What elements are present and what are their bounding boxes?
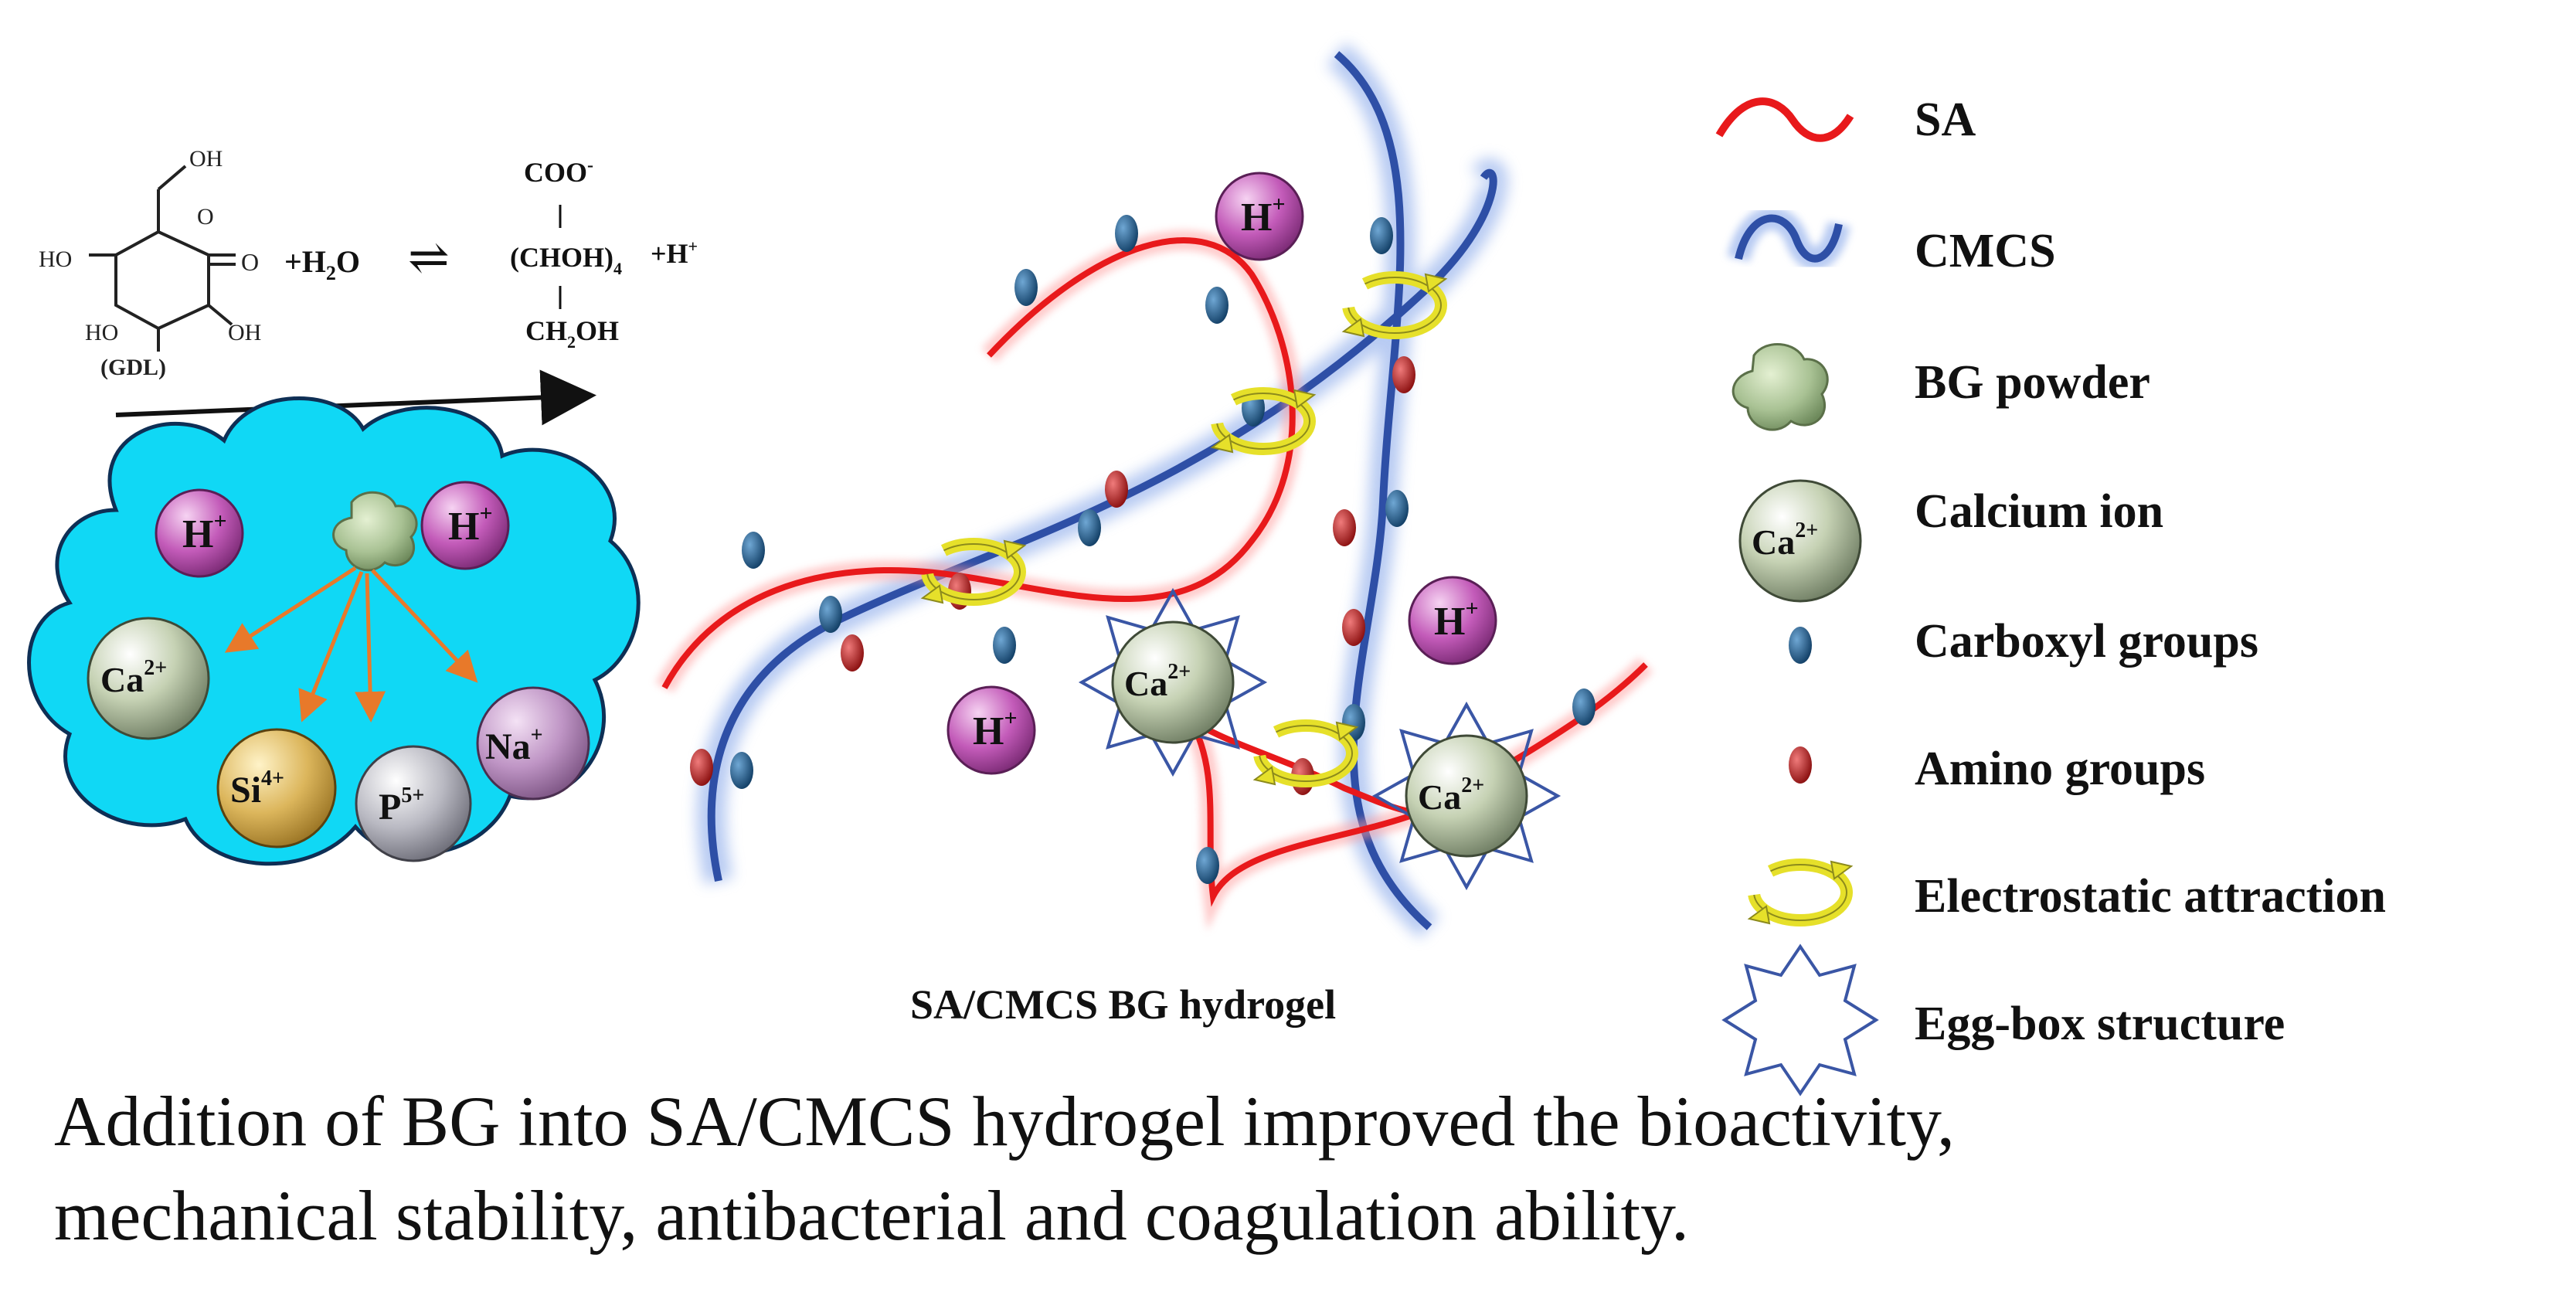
carboxyl-dot: [819, 596, 842, 633]
svg-text:Na+: Na+: [485, 723, 543, 767]
carboxyl-dot: [730, 752, 753, 789]
ho-left-label: HO: [39, 246, 72, 272]
svg-text:Si4+: Si4+: [230, 767, 284, 811]
phosphorus-ion: P5+: [355, 745, 472, 862]
caption: Addition of BG into SA/CMCS hydrogel imp…: [54, 1074, 2449, 1263]
star-icon: [1721, 944, 1879, 1096]
legend-label: SA: [1915, 94, 1976, 146]
plus-water: +H2O: [284, 244, 360, 284]
silicon-ion: Si4+: [216, 728, 337, 848]
cmcs-chain: [707, 51, 1497, 930]
blue-wave-icon: [1735, 214, 1843, 263]
carboxyl-dot: [1205, 287, 1229, 324]
svg-text:Ca2+: Ca2+: [1124, 660, 1191, 703]
legend-item-bg-powder: BG powder: [1731, 343, 2150, 431]
amino-dot: [690, 749, 713, 786]
gdl-structure: [89, 165, 236, 352]
reaction-arrow: [115, 369, 596, 426]
h-ion: H+: [155, 488, 244, 578]
blue-dot-icon: [1789, 627, 1812, 664]
h-ion: H+: [946, 685, 1036, 775]
legend: SA CMCS BG powder Ca2+ Calcium ion Carbo…: [1715, 94, 2386, 1096]
gdl-reaction: OH HO HO OH O O (GDL) +H2O ⇌ COO- (CHOH)…: [39, 146, 698, 426]
ho-bottom-label: HO: [85, 320, 118, 345]
carboxyl-dot: [1370, 217, 1393, 254]
oh-right-label: OH: [228, 320, 261, 345]
legend-label: Egg-box structure: [1915, 998, 2285, 1050]
legend-label: Amino groups: [1915, 743, 2205, 795]
bg-dissolution-cloud: H+ H+ Ca2+ Si4+ P5+ Na+: [27, 396, 641, 866]
h-ion: H+: [420, 481, 510, 570]
svg-text:H+: H+: [973, 706, 1018, 753]
bg-powder-icon: [1731, 343, 1829, 431]
carboxyl-group-dots: [730, 215, 1596, 884]
carboxyl-dot: [742, 532, 765, 569]
legend-label: Calcium ion: [1915, 485, 2163, 538]
amino-dot: [841, 634, 864, 672]
legend-item-electrostatic: Electrostatic attraction: [1749, 862, 2386, 923]
amino-group-dots: [690, 356, 1415, 795]
calcium-ion-icon: [1738, 479, 1862, 603]
carboxyl-dot: [1385, 490, 1409, 527]
svg-text:P5+: P5+: [379, 784, 424, 828]
svg-text:H+: H+: [182, 508, 227, 556]
carboxyl-dot: [1078, 509, 1101, 546]
product-coo: COO-: [524, 155, 593, 188]
legend-label: CMCS: [1915, 225, 2056, 277]
legend-item-cmcs: CMCS: [1727, 206, 2056, 277]
legend-label: BG powder: [1915, 356, 2150, 409]
amino-dot: [1333, 509, 1356, 546]
caption-line: mechanical stability, antibacterial and …: [54, 1176, 1690, 1255]
carboxyl-dot: [1196, 847, 1219, 884]
svg-text:H+: H+: [448, 501, 493, 549]
calcium-ion: Ca2+: [87, 617, 210, 740]
svg-text:H+: H+: [1434, 596, 1479, 644]
legend-item-sa: SA: [1715, 94, 1976, 146]
legend-item-carboxyl: Carboxyl groups: [1789, 615, 2258, 668]
product-chain: (CHOH)4: [510, 242, 622, 278]
h-ion: H+: [1215, 172, 1304, 261]
oh-top-label: OH: [189, 146, 223, 172]
network-title: SA/CMCS BG hydrogel: [910, 981, 1336, 1028]
carboxyl-dot: [1014, 269, 1038, 306]
legend-label: Electrostatic attraction: [1915, 870, 2386, 923]
equilibrium-arrows: ⇌: [408, 230, 450, 285]
sodium-ion: Na+: [476, 686, 590, 801]
circular-arrows-icon: [1749, 862, 1851, 923]
ion-release-arrows: [224, 566, 478, 722]
h-ion: H+: [1408, 576, 1497, 665]
carboxyl-dot: [1572, 688, 1596, 726]
legend-item-calcium-ion: Ca2+ Calcium ion: [1738, 479, 2163, 603]
svg-text:H+: H+: [1241, 192, 1286, 240]
hydrogel-network: H+ H+ H+ Ca2+ Ca2+ SA/CMCS BG hydrogel: [655, 42, 1653, 1028]
amino-dot: [1342, 609, 1365, 646]
calcium-ion: Ca2+: [1405, 734, 1528, 858]
carbonyl-oxygen-label: O: [241, 248, 259, 276]
amino-dot: [1105, 471, 1128, 508]
amino-dot: [1392, 356, 1415, 393]
gdl-label: (GDL): [100, 355, 166, 380]
red-dot-icon: [1789, 746, 1812, 784]
red-wave-icon: [1715, 97, 1854, 142]
bg-particle: [332, 491, 418, 572]
carboxyl-dot: [993, 627, 1016, 664]
legend-item-amino: Amino groups: [1789, 743, 2205, 795]
carboxyl-dot: [1115, 215, 1138, 252]
ring-oxygen-label: O: [197, 204, 214, 230]
svg-text:Ca2+: Ca2+: [100, 656, 167, 699]
caption-line: Addition of BG into SA/CMCS hydrogel imp…: [54, 1082, 1956, 1161]
svg-text:Ca2+: Ca2+: [1752, 518, 1818, 562]
legend-item-egg-box: Egg-box structure: [1721, 944, 2285, 1096]
product-ch2oh: CH2OH: [525, 315, 619, 352]
legend-label: Carboxyl groups: [1915, 615, 2258, 668]
svg-text:Ca2+: Ca2+: [1418, 774, 1484, 817]
calcium-ion: Ca2+: [1111, 620, 1235, 744]
plus-proton: +H+: [651, 236, 698, 269]
